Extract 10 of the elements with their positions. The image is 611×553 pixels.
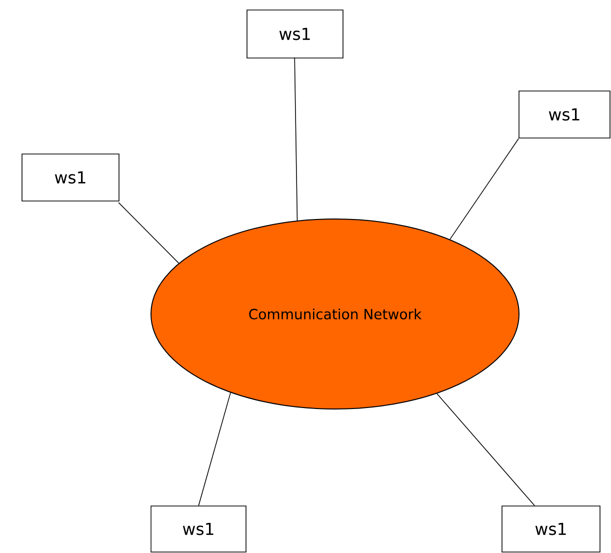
workstation-box: ws1 bbox=[502, 506, 600, 552]
connector-line bbox=[198, 392, 231, 506]
connector-line bbox=[450, 138, 519, 240]
workstation-box: ws1 bbox=[150, 506, 246, 552]
connector-line bbox=[436, 393, 535, 506]
workstation-box: ws1 bbox=[22, 154, 120, 202]
connector-line bbox=[118, 202, 180, 264]
connector-line bbox=[294, 57, 298, 221]
workstation-box: ws1 bbox=[518, 90, 610, 138]
workstation-box: ws1 bbox=[246, 10, 344, 58]
